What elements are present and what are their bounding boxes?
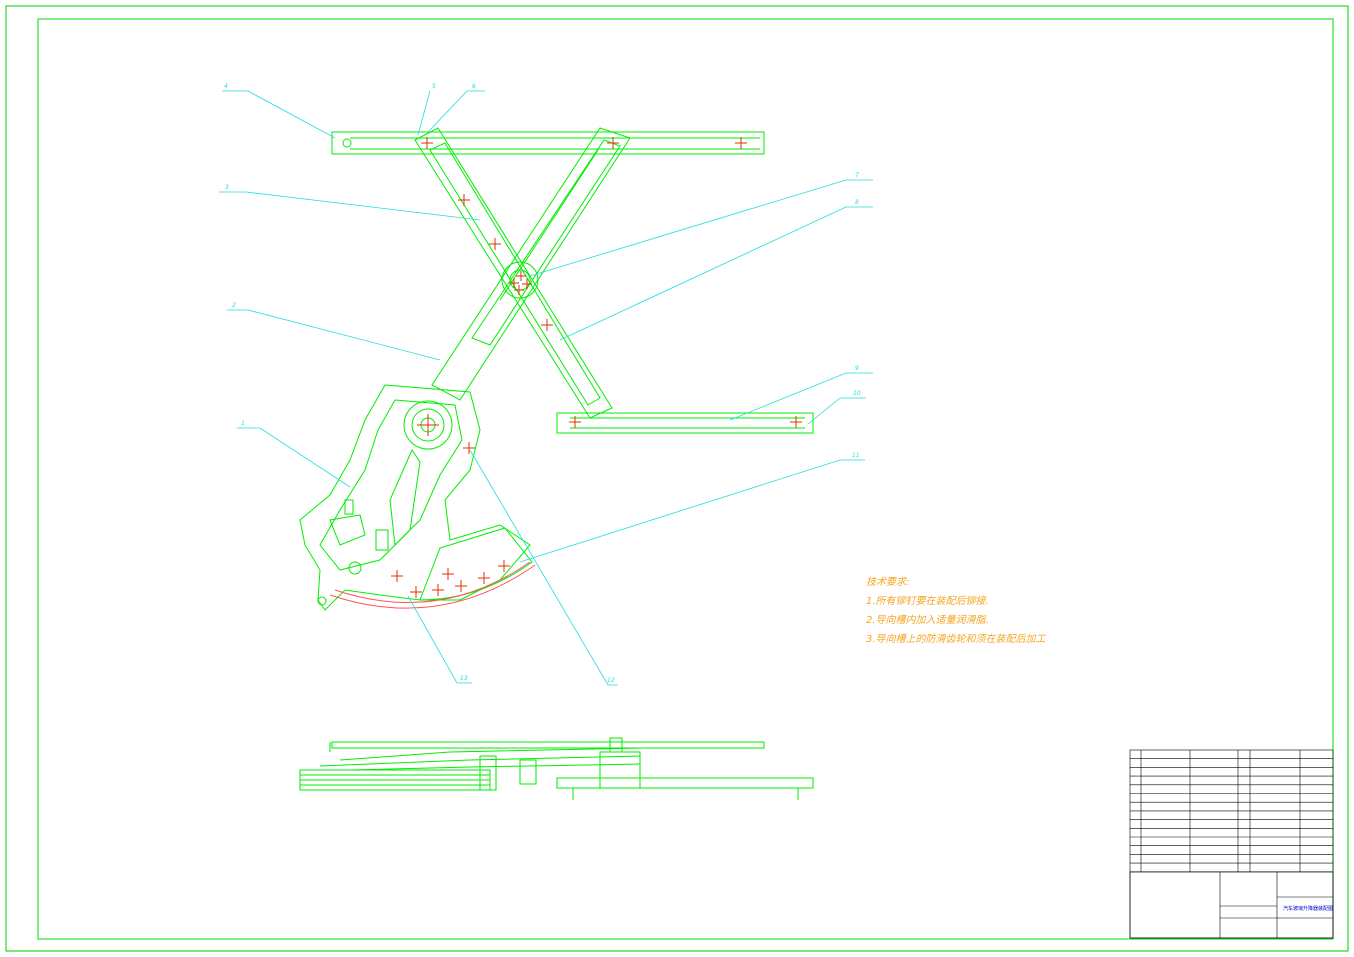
lifting-arm bbox=[431, 127, 631, 401]
balloon-12: 12 bbox=[607, 677, 615, 684]
sector-gear bbox=[419, 527, 533, 601]
balloon-1: 1 bbox=[241, 420, 245, 427]
pivot-mark bbox=[569, 416, 581, 428]
pivot-mark bbox=[463, 442, 475, 454]
balloon-3: 3 bbox=[225, 184, 229, 191]
pivot-mark bbox=[607, 137, 619, 149]
note-3: 3.导向槽上的防滑齿轮和须在装配后加工 bbox=[866, 634, 1046, 645]
balloon-2: 2 bbox=[232, 302, 236, 309]
pivot-mark bbox=[455, 580, 467, 592]
pivot-mark bbox=[421, 137, 433, 149]
drive-drum bbox=[403, 400, 453, 450]
pivot-mark bbox=[458, 194, 470, 206]
pivot-mark bbox=[509, 278, 519, 288]
pivot-mark bbox=[790, 416, 802, 428]
pivot-mark bbox=[516, 271, 526, 281]
balloon-numbers: 4 5 6 3 7 8 2 9 10 1 11 12 13 bbox=[224, 83, 861, 684]
lower-guide-rail bbox=[556, 412, 814, 434]
pivot-mark bbox=[498, 560, 510, 572]
technical-requirements: 技术要求: 1.所有铆钉要在装配后铆接. 2.导向槽内加入适量润滑脂. 3.导向… bbox=[866, 573, 1066, 649]
notes-title: 技术要求: bbox=[866, 577, 910, 588]
pivot-mark bbox=[735, 137, 747, 149]
pivot-mark bbox=[489, 238, 501, 250]
note-1: 1.所有铆钉要在装配后铆接. bbox=[866, 596, 989, 607]
pivot-mark bbox=[410, 586, 422, 598]
leader-lines bbox=[219, 90, 873, 686]
driven-arm bbox=[414, 127, 613, 419]
drawing-title: 汽车玻璃升降器装配图 bbox=[1283, 905, 1333, 912]
note-2: 2.导向槽内加入适量润滑脂. bbox=[866, 615, 989, 626]
balloon-4: 4 bbox=[224, 83, 228, 90]
balloon-7: 7 bbox=[855, 172, 859, 179]
title-block-text: 汽车玻璃升降器装配图 bbox=[1283, 905, 1333, 912]
balloon-9: 9 bbox=[855, 365, 859, 372]
outer-border bbox=[5, 5, 1349, 952]
pivot-mark bbox=[442, 568, 454, 580]
pivot-mark bbox=[478, 572, 490, 584]
balloon-5: 5 bbox=[432, 83, 436, 90]
center-pivot-boss bbox=[501, 261, 539, 299]
balloon-6: 6 bbox=[472, 83, 476, 90]
balloon-8: 8 bbox=[855, 199, 859, 206]
balloon-10: 10 bbox=[853, 390, 861, 397]
pivot-mark bbox=[514, 285, 524, 295]
balloon-13: 13 bbox=[460, 675, 468, 682]
inner-border bbox=[37, 18, 1334, 940]
pivot-mark bbox=[432, 584, 444, 596]
pivot-mark bbox=[541, 319, 553, 331]
title-block bbox=[1129, 749, 1334, 939]
pivot-mark bbox=[391, 570, 403, 582]
pivot-mark bbox=[417, 414, 439, 436]
side-view bbox=[299, 737, 814, 800]
balloon-11: 11 bbox=[852, 452, 860, 459]
upper-guide-rail bbox=[331, 131, 765, 155]
center-marks bbox=[391, 137, 802, 598]
main-assembly-view bbox=[299, 127, 814, 611]
base-plate bbox=[299, 384, 531, 611]
pivot-mark bbox=[522, 279, 532, 289]
